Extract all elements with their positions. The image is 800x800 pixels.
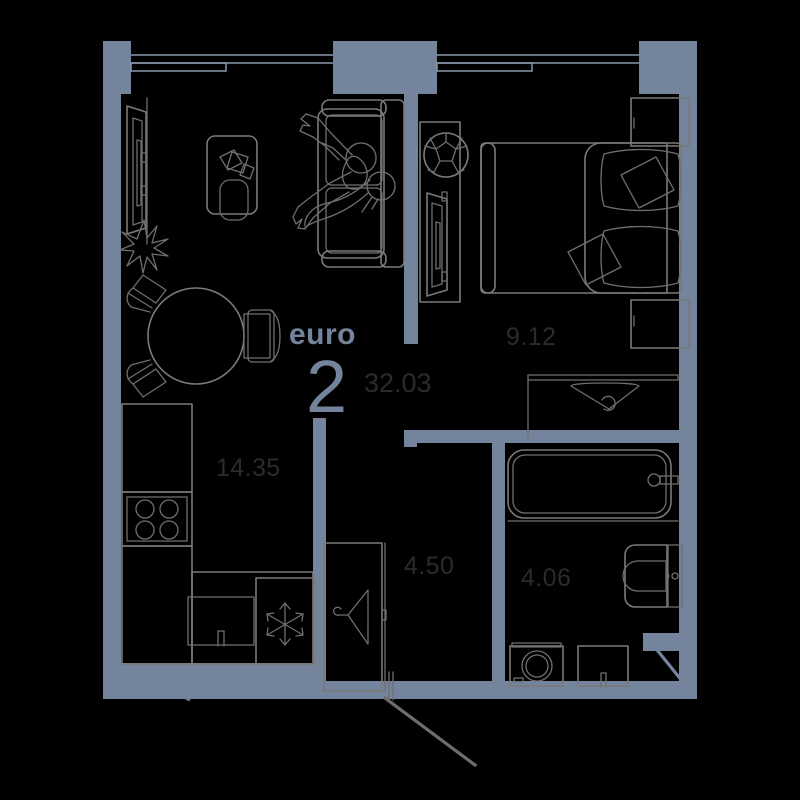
bedroom-furniture [419,97,690,349]
people-on-sofa [292,113,396,230]
bathroom-fixtures [507,374,683,688]
wall-interior-bedroom-bath-corner [404,430,417,447]
washing-machine [509,642,564,687]
rooms-count-label: 2 [306,345,347,428]
wall-bathroom-window-ledge [643,633,697,651]
wardrobe [323,542,387,692]
cooktop-four-burner [121,491,193,547]
wall-bathroom-partition-stub [492,437,505,449]
area-label-bedroom: 9.12 [506,323,556,351]
pillow [600,148,682,212]
tv-wall-mounted [126,97,148,245]
wall-interior-living-bedroom [404,41,418,344]
total-area-label: 32.03 [364,368,432,398]
wall-top-middle-pier [333,41,437,94]
houseplant [119,219,169,274]
bed-double [480,142,682,294]
entrance-door[interactable] [388,671,394,701]
area-label-hall: 4.50 [404,552,454,580]
wall-interior-kitchen-hall [313,418,326,689]
snowflake-icon [266,602,304,646]
hall-furniture [323,542,394,701]
toilet [622,544,683,608]
tv-cabinet [419,121,461,303]
walls-group [103,41,697,699]
wall-interior-hall-bathroom [492,443,505,689]
wall-bottom-left-return [190,663,323,681]
wall-exterior-right [679,41,697,699]
nightstand [630,97,690,147]
dining-chair [243,309,281,363]
nightstand [630,299,690,349]
area-label-living-kitchen: 14.35 [216,454,281,482]
euro-label: euro [289,318,356,351]
window-living-room [130,54,333,72]
round-dining-table [147,287,245,385]
pillow [567,225,682,289]
soccer-ball [423,132,469,178]
dining-chair [126,274,167,313]
bathroom-sink [577,645,629,688]
wall-exterior-bottom-right [443,681,697,699]
clothes-hanger-icon [333,589,369,645]
area-label-bathroom: 4.06 [521,564,571,592]
labels-group: euro 2 32.03 14.35 9.12 4.50 4.06 [216,318,571,592]
living-kitchen-furniture [119,97,405,665]
window-bedroom [436,54,639,72]
window-bathroom [643,633,697,699]
kitchen-sink [187,596,255,647]
bathtub [507,449,679,522]
wall-interior-bedroom-bath-top [404,430,697,443]
window-kitchen-balcony [121,663,191,702]
refrigerator [255,577,315,665]
sofa [317,99,405,268]
dining-chair [126,359,167,398]
wall-exterior-left [103,41,121,699]
washbasin [527,374,679,439]
windows-group [121,54,697,702]
wall-exterior-bottom-left [103,681,323,699]
coffee-table [206,135,258,221]
entrance-leader-line [382,695,478,768]
